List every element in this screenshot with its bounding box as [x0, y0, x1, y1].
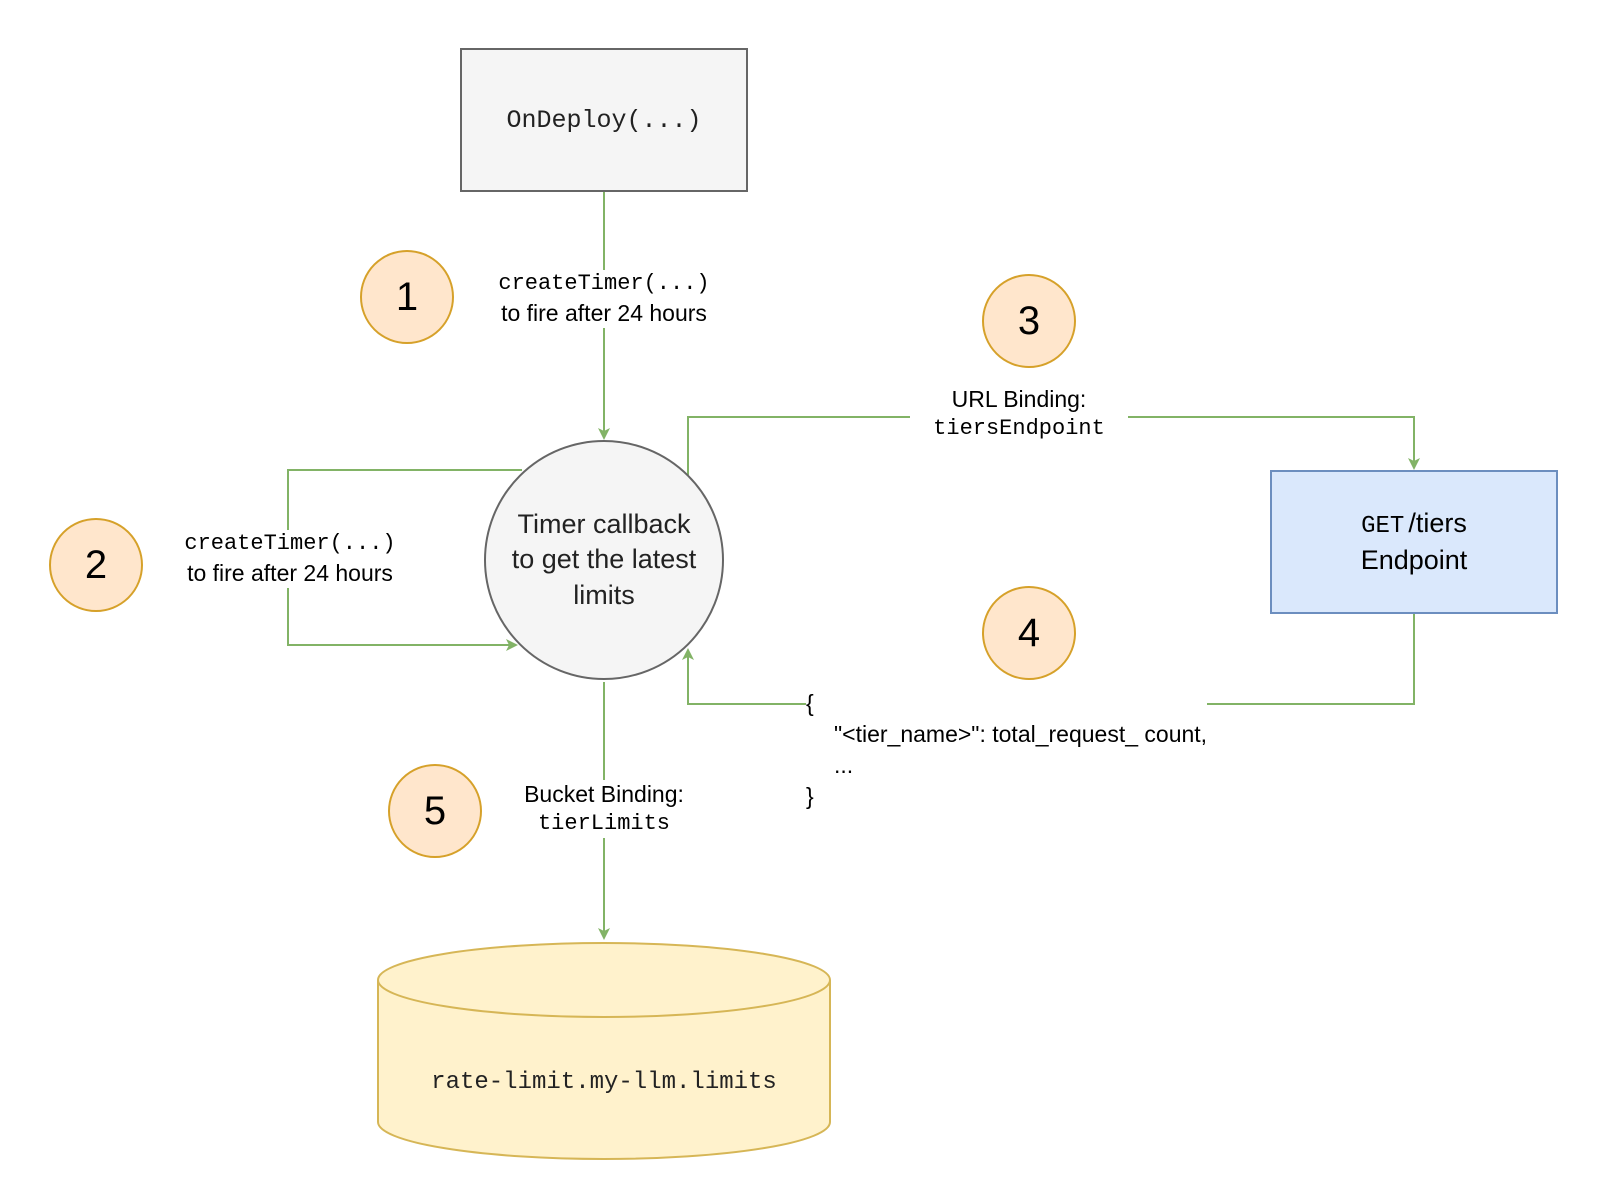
on-deploy-node: OnDeploy(...) — [460, 48, 748, 192]
step-2-code: createTimer(...) — [184, 531, 396, 556]
timer-callback-line-1: Timer callback — [517, 509, 691, 540]
endpoint-path: /tiers — [1408, 508, 1467, 539]
step-badge-3: 3 — [982, 274, 1076, 368]
bucket-cylinder — [377, 942, 831, 1160]
step-3-text: URL Binding: — [951, 386, 1087, 412]
bucket-body — [377, 980, 831, 1160]
step-number: 4 — [1017, 610, 1041, 655]
endpoint-label: Endpoint — [1360, 544, 1468, 575]
step-5-code: tierLimits — [537, 810, 671, 836]
response-close-brace: } — [806, 783, 814, 809]
timer-callback-node: Timer callback to get the latest limits — [484, 440, 724, 680]
step-number: 5 — [423, 788, 447, 833]
step-number: 1 — [395, 274, 419, 319]
response-ellipsis: ... — [834, 752, 854, 778]
step-badge-4: 4 — [982, 586, 1076, 680]
step-2-text: to fire after 24 hours — [187, 559, 393, 586]
step-badge-5: 5 — [388, 764, 482, 858]
bucket-label: rate-limit.my-llm.limits — [431, 1068, 777, 1096]
timer-callback-line-2: to get the latest — [511, 544, 697, 575]
step-1-text: to fire after 24 hours — [501, 299, 707, 326]
step-number: 2 — [84, 542, 108, 587]
bucket-node: rate-limit.my-llm.limits — [378, 1040, 830, 1124]
bucket-top — [377, 942, 831, 1018]
edge-label-step-3: URL Binding: tiersEndpoint — [910, 385, 1128, 444]
on-deploy-label: OnDeploy(...) — [506, 105, 702, 135]
step-badge-2: 2 — [49, 518, 143, 612]
step-badge-1: 1 — [360, 250, 454, 344]
response-open-brace: { — [806, 688, 1208, 719]
step-number: 3 — [1017, 298, 1041, 343]
step-5-text: Bucket Binding: — [524, 781, 684, 807]
step-3-code: tiersEndpoint — [933, 415, 1105, 441]
edge-label-step-2: createTimer(...) to fire after 24 hours — [156, 530, 424, 589]
edge-label-step-1: createTimer(...) to fire after 24 hours — [470, 270, 738, 329]
edge-label-step-5: Bucket Binding: tierLimits — [500, 780, 708, 839]
tiers-endpoint-node: GET /tiers Endpoint — [1270, 470, 1558, 614]
edge-label-step-4: { "<tier_name>": total_request_ count, .… — [806, 688, 1208, 812]
timer-callback-line-3: limits — [573, 579, 635, 610]
endpoint-method: GET — [1361, 513, 1405, 541]
step-1-code: createTimer(...) — [498, 271, 710, 296]
response-body-line: "<tier_name>": total_request_ count, — [806, 719, 1208, 750]
